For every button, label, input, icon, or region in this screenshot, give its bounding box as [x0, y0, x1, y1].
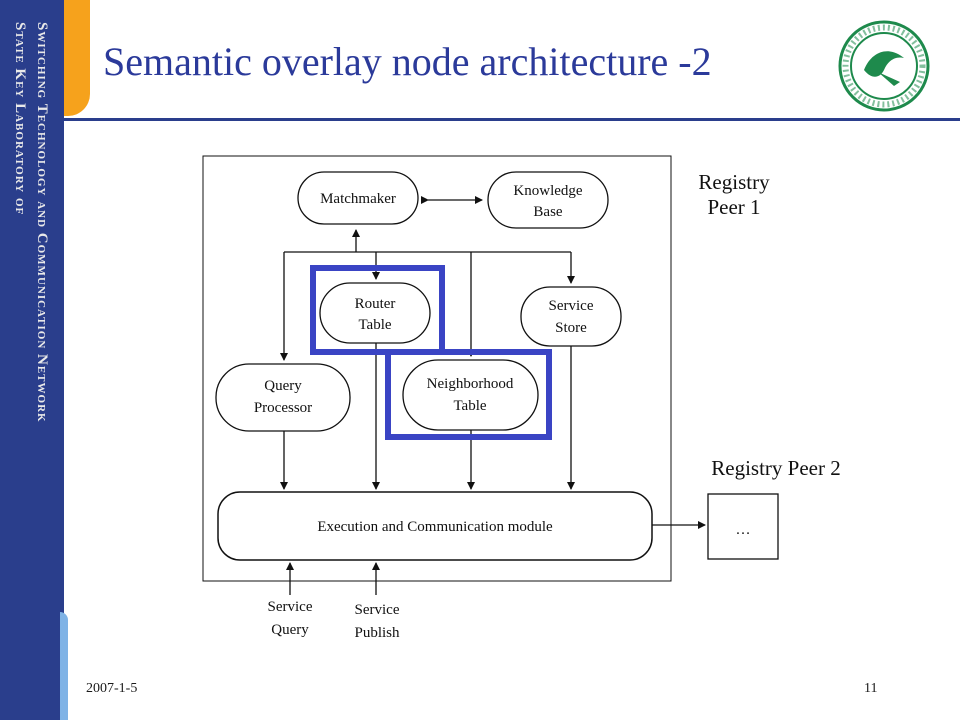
knowledge-base-node [487, 171, 609, 229]
service-store-label-line2: Store [555, 320, 587, 336]
slide-page-number: 11 [864, 681, 878, 696]
registry-peer-1-frame [202, 155, 672, 582]
registry-peer-1-label-line1: Registry [698, 170, 770, 194]
neighborhood-table-label-line2: Table [453, 398, 486, 414]
registry-peer-2-label: Registry Peer 2 [711, 456, 840, 480]
execution-module-label: Execution and Communication module [317, 519, 553, 535]
query-processor-node [215, 363, 351, 432]
matchmaker-label: Matchmaker [320, 191, 396, 207]
connectors [280, 196, 706, 595]
neighborhood-table-highlight [385, 349, 552, 440]
service-store-node [520, 286, 622, 347]
university-seal-icon [838, 20, 930, 112]
matchmaker-node [297, 171, 419, 225]
sidebar-accent-top [64, 0, 90, 116]
service-publish-label-line2: Publish [354, 625, 400, 641]
registry-peer-2-ellipsis: … [736, 522, 751, 538]
sidebar [0, 0, 64, 720]
sidebar-accent-bottom [60, 612, 68, 720]
knowledge-base-label-line1: Knowledge [513, 183, 582, 199]
router-table-highlight [310, 265, 445, 355]
slide-date: 2007-1-5 [86, 681, 138, 696]
knowledge-base-label-line2: Base [533, 204, 563, 220]
registry-peer-2-box [707, 493, 779, 560]
service-store-label-line1: Service [549, 298, 594, 314]
neighborhood-table-label-line1: Neighborhood [427, 376, 514, 392]
title-divider [64, 118, 960, 121]
router-table-node [319, 282, 431, 344]
service-query-label-line1: Service [268, 599, 313, 615]
page-title: Semantic overlay node architecture -2 [103, 39, 712, 84]
query-processor-label-line1: Query [264, 378, 302, 394]
service-query-label-line2: Query [271, 622, 309, 638]
registry-peer-1-label-line2: Peer 1 [707, 195, 760, 219]
router-table-label-line2: Table [358, 317, 391, 333]
router-table-label-line1: Router [355, 296, 396, 312]
service-publish-label-line1: Service [355, 602, 400, 618]
query-processor-label-line2: Processor [254, 400, 312, 416]
neighborhood-table-node [402, 359, 539, 431]
execution-module-node [217, 491, 653, 561]
